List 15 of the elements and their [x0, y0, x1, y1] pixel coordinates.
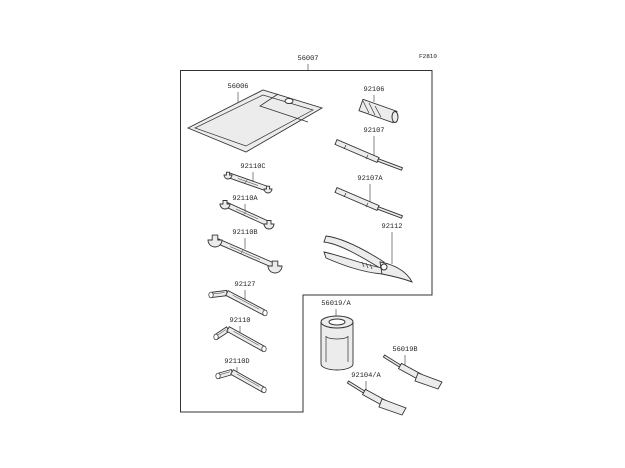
tube-drawing — [382, 354, 444, 390]
leader-line — [252, 172, 254, 182]
hex-key-drawing — [207, 289, 269, 317]
screwdriver-drawing — [332, 186, 406, 220]
kit-outline — [180, 70, 432, 412]
tube-drawing — [346, 380, 408, 416]
can-drawing — [318, 314, 356, 372]
hex-key-drawing — [212, 325, 268, 353]
leader-line — [244, 290, 246, 300]
screwdriver-drawing — [332, 138, 406, 172]
leader-line — [236, 366, 238, 372]
hex-key-drawing — [214, 366, 268, 394]
leader-line — [244, 238, 246, 250]
wrench-drawing — [224, 170, 272, 194]
leader-line — [244, 204, 246, 210]
